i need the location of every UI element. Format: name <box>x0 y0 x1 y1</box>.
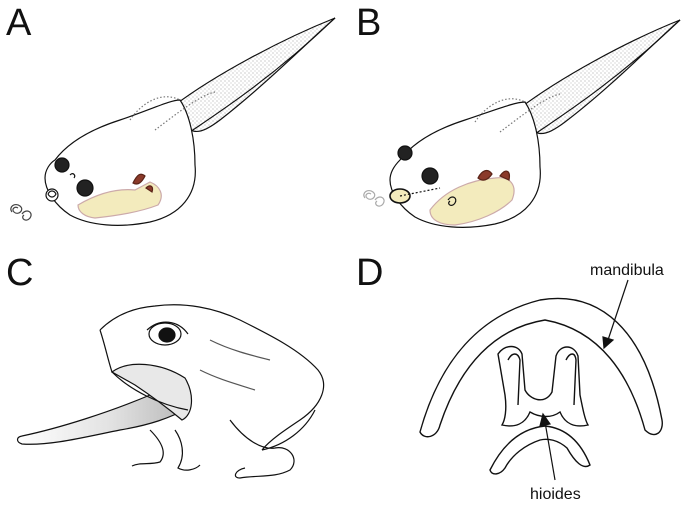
panel-c-frog <box>18 305 324 478</box>
panel-a-tadpole <box>11 18 335 225</box>
panel-label-c: C <box>6 254 33 292</box>
panel-d-jaw-diagram <box>420 299 662 474</box>
oral-disc-spiral <box>11 205 31 221</box>
hyoid-label: hioides <box>530 486 581 504</box>
panel-label-b: B <box>356 4 381 42</box>
tail-fin <box>175 18 335 131</box>
mandible-label: mandibula <box>590 262 664 280</box>
tail-fin <box>520 20 680 134</box>
panel-b-tadpole <box>364 20 680 227</box>
panel-label-a: A <box>6 4 31 42</box>
oral-disc-spiral <box>364 191 384 207</box>
panel-label-d: D <box>356 254 383 292</box>
